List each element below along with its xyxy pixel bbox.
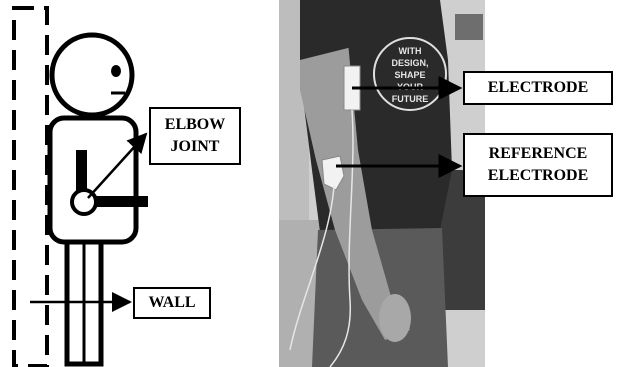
wall-outline <box>14 8 47 366</box>
photo-panel: WITH DESIGN, SHAPE YOUR FUTURE <box>279 0 485 367</box>
figure-head <box>52 35 132 115</box>
elbow-joint-label-line1: ELBOW <box>165 114 225 136</box>
person-hand <box>379 294 411 342</box>
electrode-label: ELECTRODE <box>463 71 613 105</box>
shirt-text-5: FUTURE <box>392 94 429 104</box>
figure-eye <box>111 65 121 77</box>
shirt-text-2: DESIGN, <box>391 58 428 68</box>
shirt-text-1: WITH <box>399 46 422 56</box>
shirt-text-3: SHAPE <box>394 70 425 80</box>
electrode-label-text: ELECTRODE <box>488 77 588 99</box>
elbow-joint-label: ELBOW JOINT <box>149 107 241 165</box>
reference-electrode-label-line1: REFERENCE <box>489 143 588 165</box>
schematic-panel <box>14 8 148 366</box>
wall-label-text: WALL <box>148 292 195 314</box>
figure-torso <box>50 118 136 242</box>
wall-label: WALL <box>133 287 211 319</box>
photo-poster <box>455 14 483 40</box>
reference-electrode-label: REFERENCE ELECTRODE <box>463 133 613 197</box>
elbow-joint-label-line2: JOINT <box>171 136 220 158</box>
reference-electrode-label-line2: ELECTRODE <box>488 165 588 187</box>
